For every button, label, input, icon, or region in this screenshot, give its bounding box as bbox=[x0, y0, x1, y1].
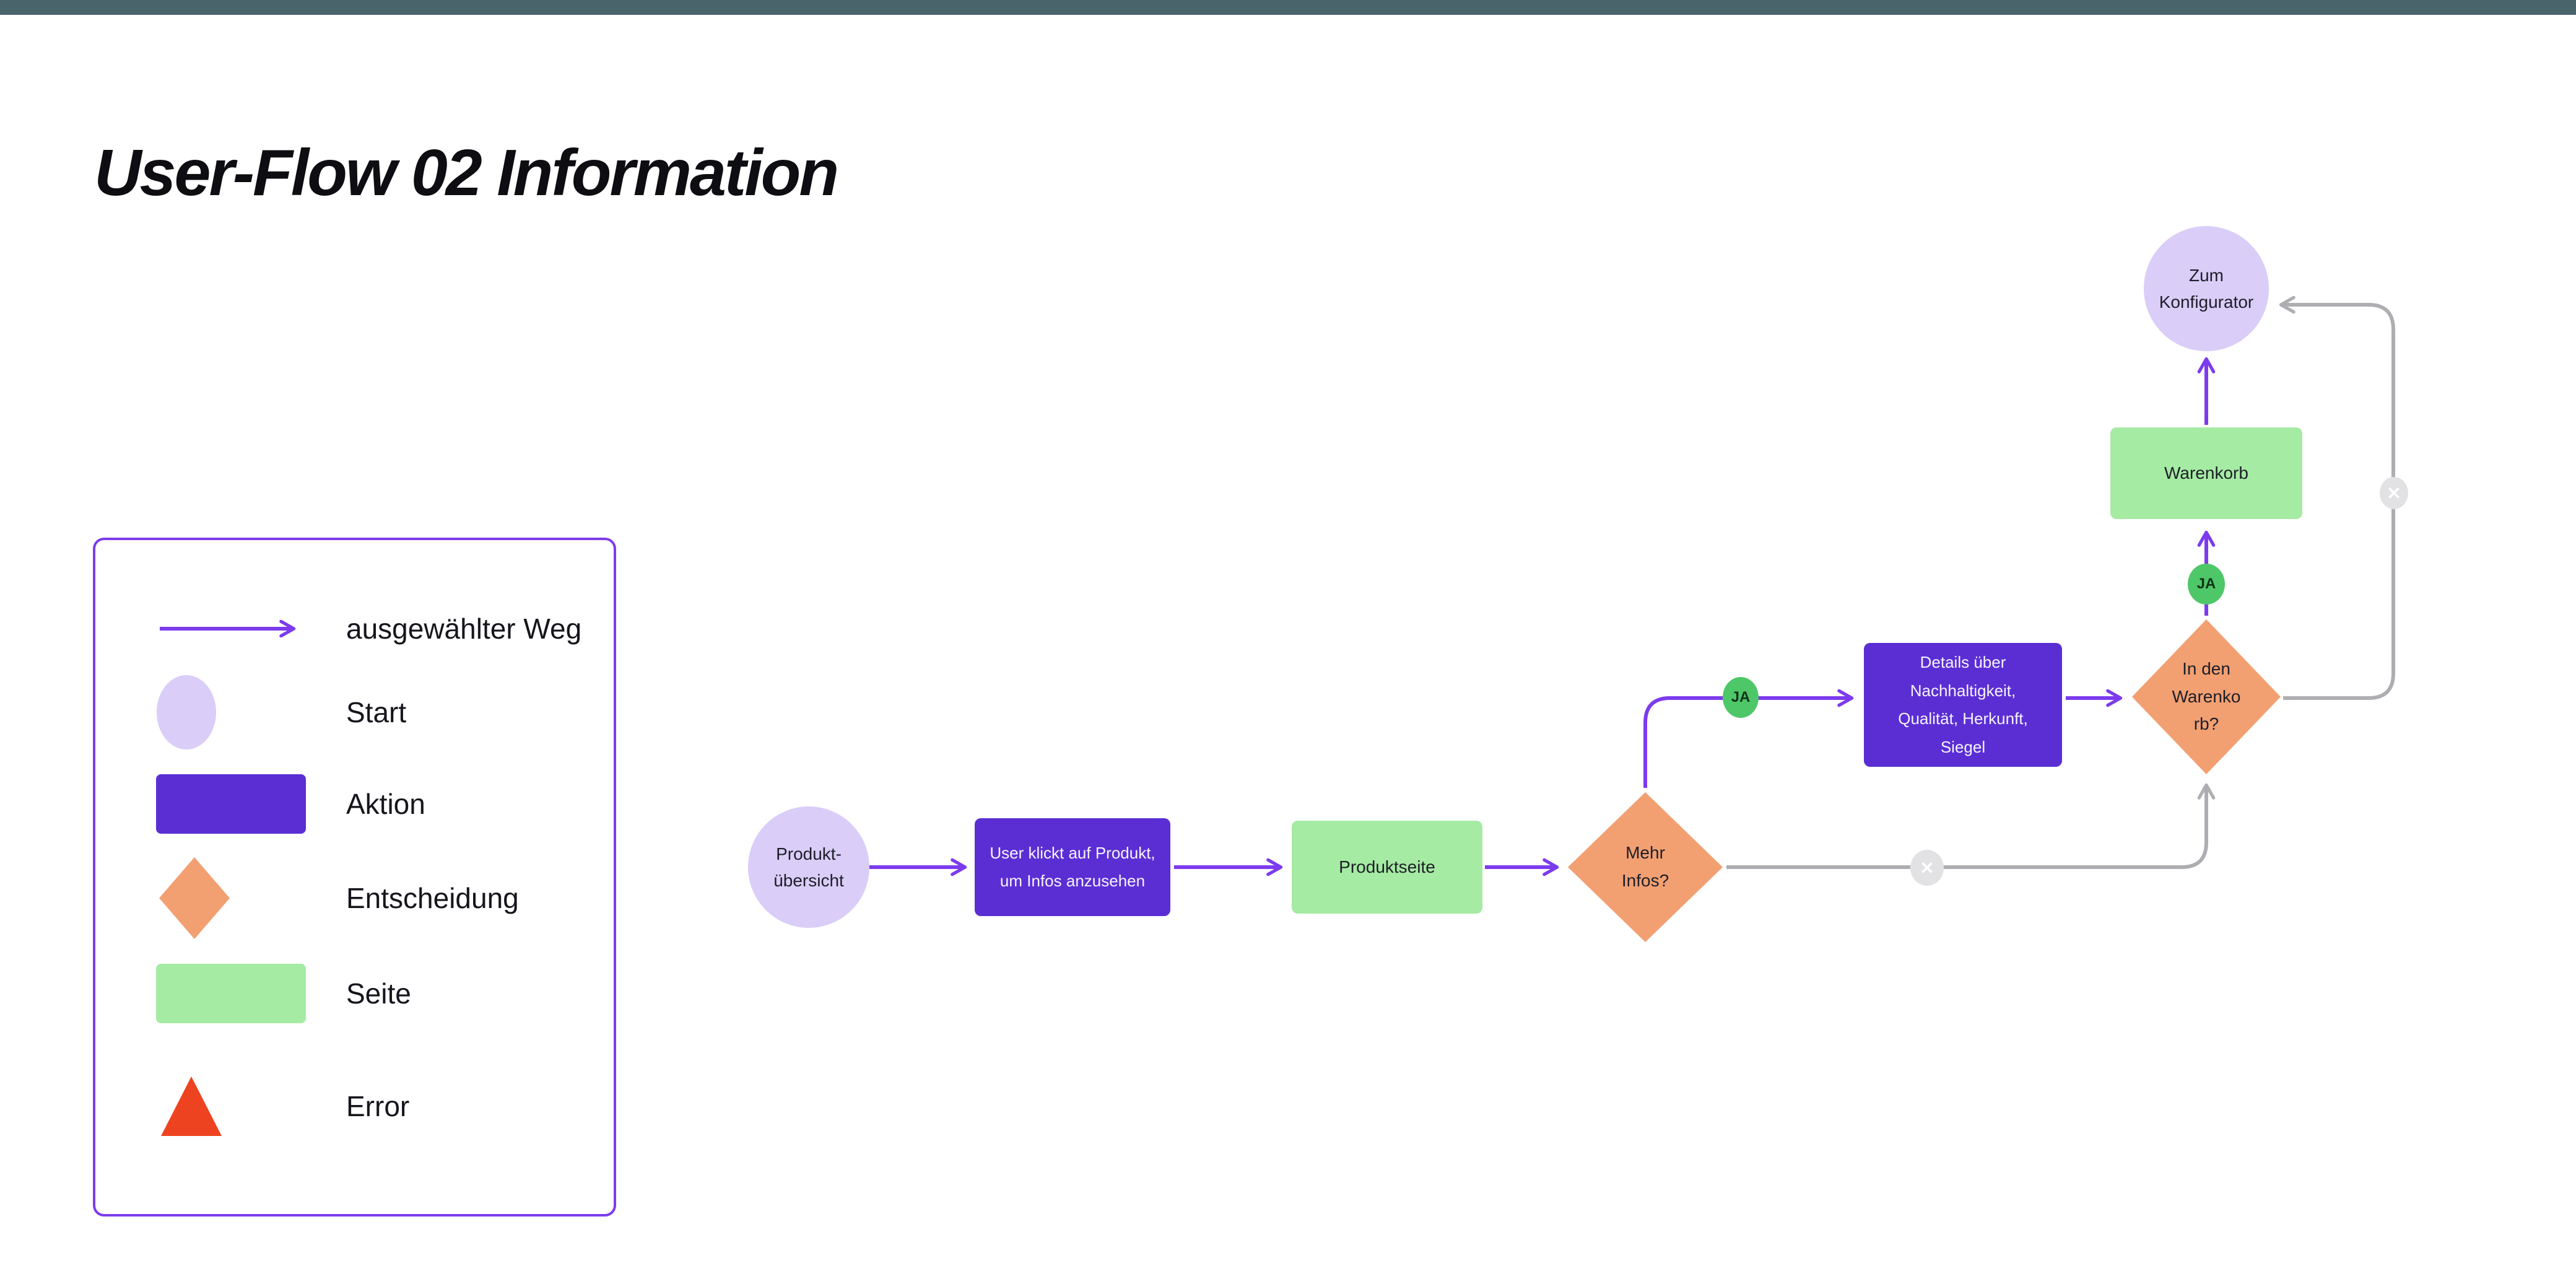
no-badge: ✕ bbox=[1910, 850, 1944, 886]
no-badge: ✕ bbox=[2380, 477, 2408, 509]
flow-node-action-click-product: User klickt auf Produkt, um Infos anzuse… bbox=[975, 818, 1170, 916]
error-shape-icon bbox=[161, 1077, 222, 1136]
legend: ausgewählter Weg Start Aktion Entscheidu… bbox=[93, 538, 616, 1216]
flow-node-action-details: Details über Nachhaltigkeit, Qualität, H… bbox=[1864, 643, 2062, 767]
start-shape-icon bbox=[157, 675, 216, 749]
yes-badge: JA bbox=[1723, 677, 1759, 718]
decision-shape-icon bbox=[159, 857, 230, 939]
yes-badge: JA bbox=[2188, 564, 2225, 605]
flow-node-product-page: Produktseite bbox=[1292, 821, 1482, 914]
legend-label: ausgewählter Weg bbox=[346, 613, 582, 645]
flow-node-start: Produkt- übersicht bbox=[748, 806, 869, 928]
selected-path-arrow-icon bbox=[160, 619, 296, 638]
legend-label: Entscheidung bbox=[346, 882, 519, 914]
top-accent-bar bbox=[0, 0, 2576, 15]
legend-label: Start bbox=[346, 696, 407, 728]
flow-node-end-configurator: Zum Konfigurator bbox=[2144, 226, 2269, 351]
legend-label: Seite bbox=[346, 977, 411, 1010]
legend-label: Error bbox=[346, 1090, 410, 1122]
page-shape-icon bbox=[156, 964, 306, 1023]
legend-label: Aktion bbox=[346, 788, 425, 820]
action-shape-icon bbox=[156, 774, 306, 834]
page-title: User-Flow 02 Information bbox=[94, 136, 839, 210]
flow-node-cart-page: Warenkorb bbox=[2110, 427, 2302, 519]
